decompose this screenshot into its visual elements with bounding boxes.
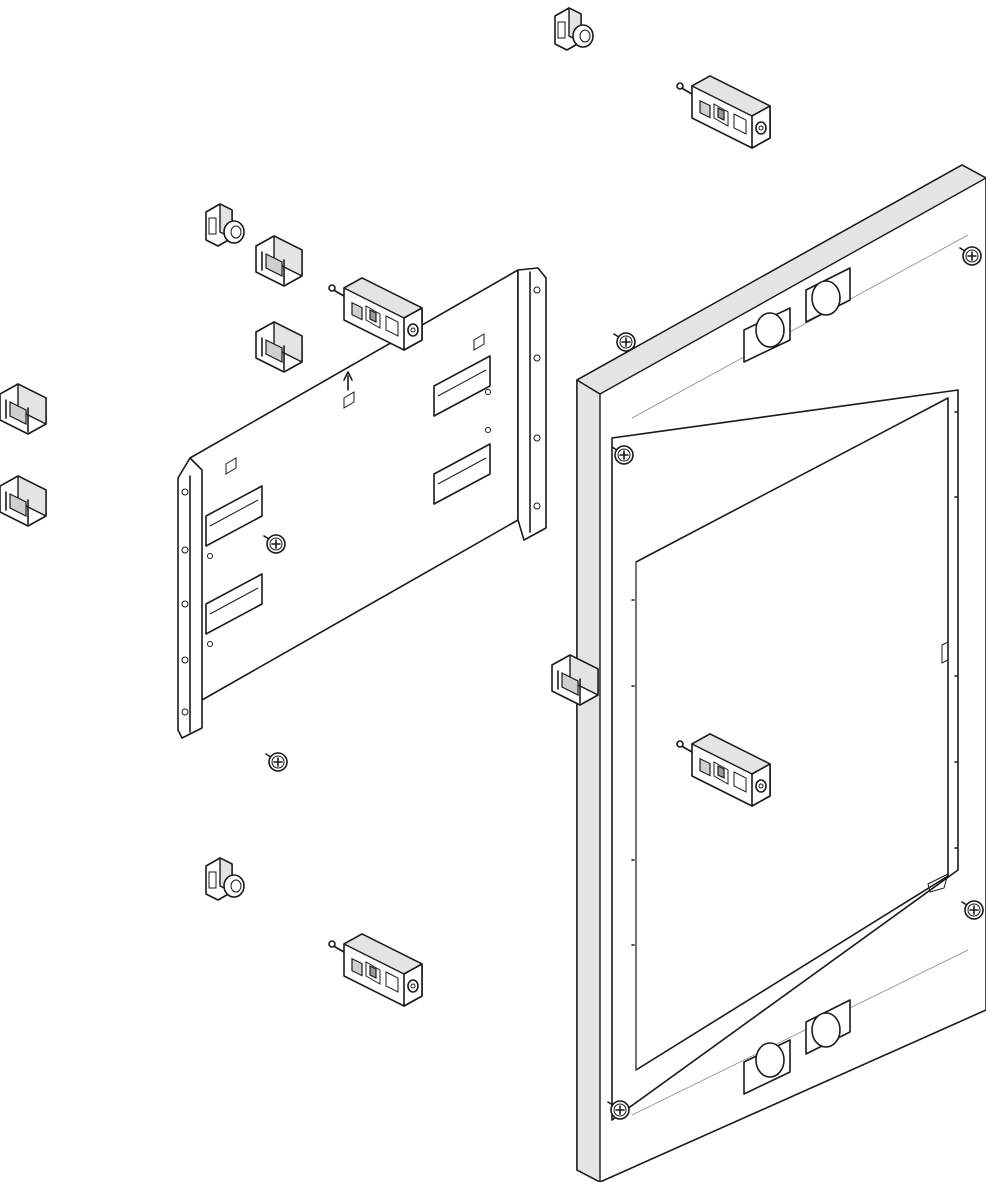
cage-nut-top [554, 7, 594, 51]
cage-nut-upper-left [205, 203, 245, 247]
terminal-block-plate [328, 277, 423, 351]
window-tick-marks [631, 411, 958, 946]
frame-clip-4 [0, 475, 47, 527]
front-frame-panel [551, 164, 986, 1182]
plate-right-flange [517, 267, 547, 541]
frame-window [611, 389, 959, 1121]
screw-plate-bottom [265, 752, 288, 772]
up-arrow-icon [343, 371, 353, 391]
plate-square-holes [225, 333, 485, 475]
plate-slots [205, 355, 491, 635]
frame-top-edge [576, 164, 986, 395]
screw-top-frame [613, 332, 636, 352]
terminal-block-top-right [676, 75, 771, 149]
top-latch-slots [743, 267, 851, 363]
bottom-latch-slots [743, 999, 851, 1095]
frame-side-edge [576, 379, 601, 1182]
mounting-plate [177, 267, 547, 739]
frame-clip-1 [255, 235, 303, 287]
plate-flange-holes [181, 286, 541, 716]
terminal-block-bottom [328, 933, 423, 1007]
frame-clip-2 [255, 321, 303, 373]
frame-clip-3 [0, 383, 47, 435]
cage-nut-lower-left [205, 857, 245, 901]
